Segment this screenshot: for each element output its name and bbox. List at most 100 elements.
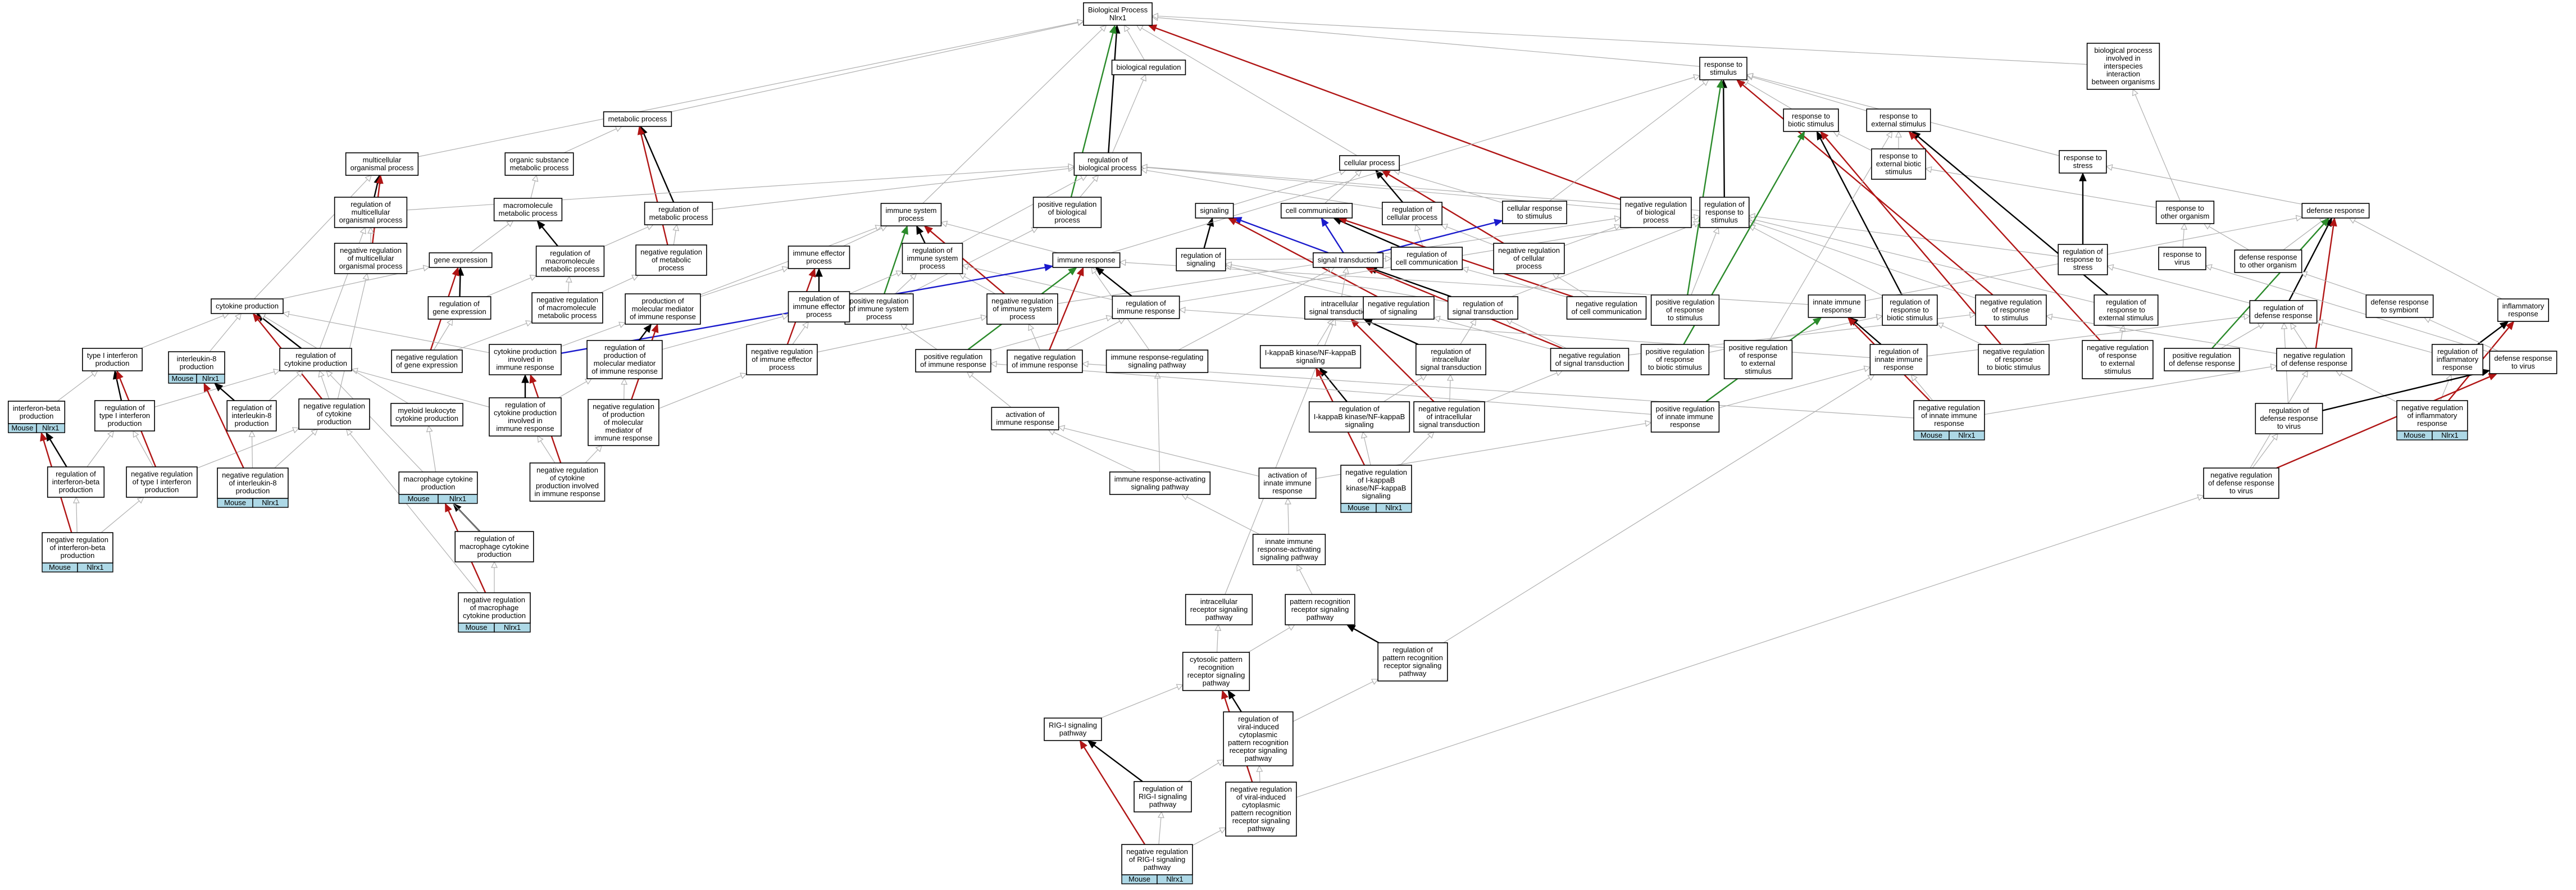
go-term-node-def_resp[interactable]: defense response xyxy=(2301,203,2370,219)
go-term-node-cytokine_prod[interactable]: cytokine production xyxy=(211,298,284,314)
go-term-node-cell_proc[interactable]: cellular process xyxy=(1339,155,1400,171)
go-term-node-reg_viral_prr[interactable]: regulation ofviral-inducedcytoplasmicpat… xyxy=(1223,711,1294,766)
go-term-node-metab[interactable]: metabolic process xyxy=(603,111,672,127)
go-term-node-signaling[interactable]: signaling xyxy=(1195,203,1234,219)
go-term-node-immune_resp[interactable]: immune response xyxy=(1052,252,1121,268)
go-term-node-reg_ikb[interactable]: regulation ofI-kappaB kinase/NF-kappaBsi… xyxy=(1308,401,1410,433)
go-term-node-gene_expr[interactable]: gene expression xyxy=(429,252,493,268)
go-term-node-innate_act_sig[interactable]: innate immuneresponse-activatingsignalin… xyxy=(1252,534,1326,565)
go-term-node-bioreg[interactable]: biological regulation xyxy=(1111,60,1186,75)
